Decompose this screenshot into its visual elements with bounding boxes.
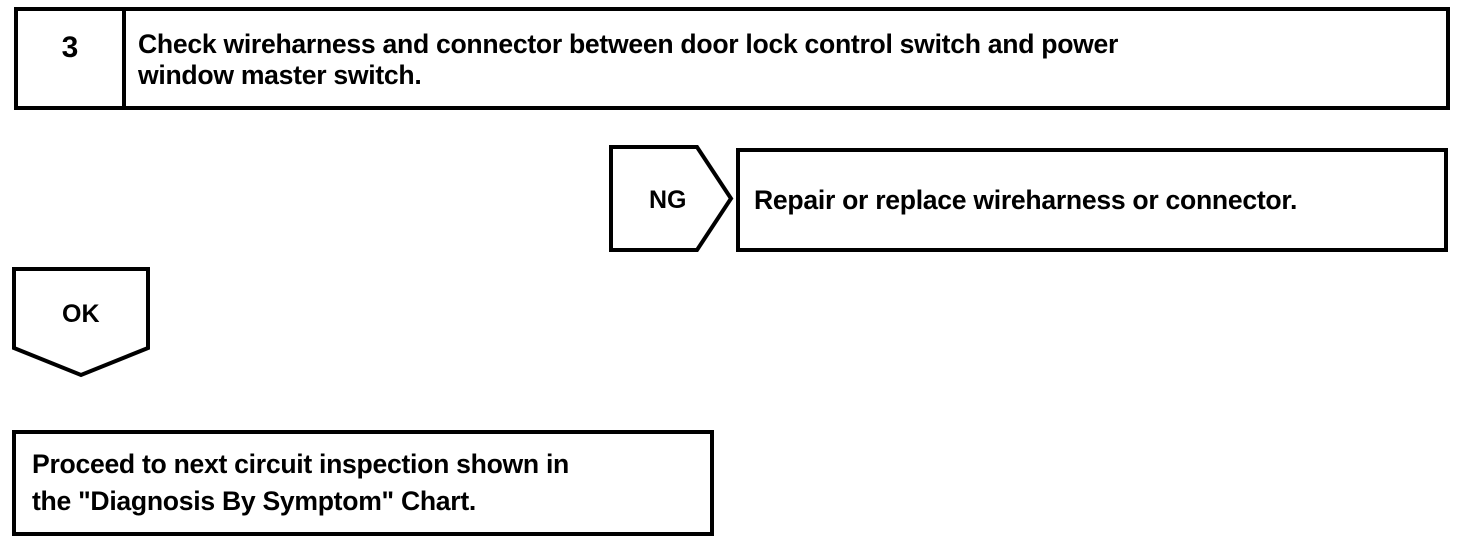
repair-action-box: Repair or replace wireharness or connect…	[736, 148, 1448, 252]
ok-branch-label: OK	[62, 300, 100, 328]
step-number: 3	[61, 31, 79, 64]
repair-action-text: Repair or replace wireharness or connect…	[754, 184, 1298, 215]
ng-branch-pennant: NG	[609, 145, 734, 252]
step-instruction-text: Check wireharness and connector between …	[138, 29, 1119, 90]
proceed-result-text: Proceed to next circuit inspection shown…	[32, 449, 570, 516]
step-box: 3 Check wireharness and connector betwee…	[14, 7, 1450, 110]
step-number-cell: 3	[18, 11, 126, 106]
ok-pennant-shape-icon	[12, 267, 150, 378]
proceed-result-box: Proceed to next circuit inspection shown…	[12, 430, 714, 536]
ng-branch-label: NG	[649, 186, 687, 214]
ok-branch-pennant: OK	[12, 267, 150, 378]
ng-pennant-shape-icon	[609, 145, 734, 252]
step-instruction-cell: Check wireharness and connector between …	[126, 11, 1446, 106]
